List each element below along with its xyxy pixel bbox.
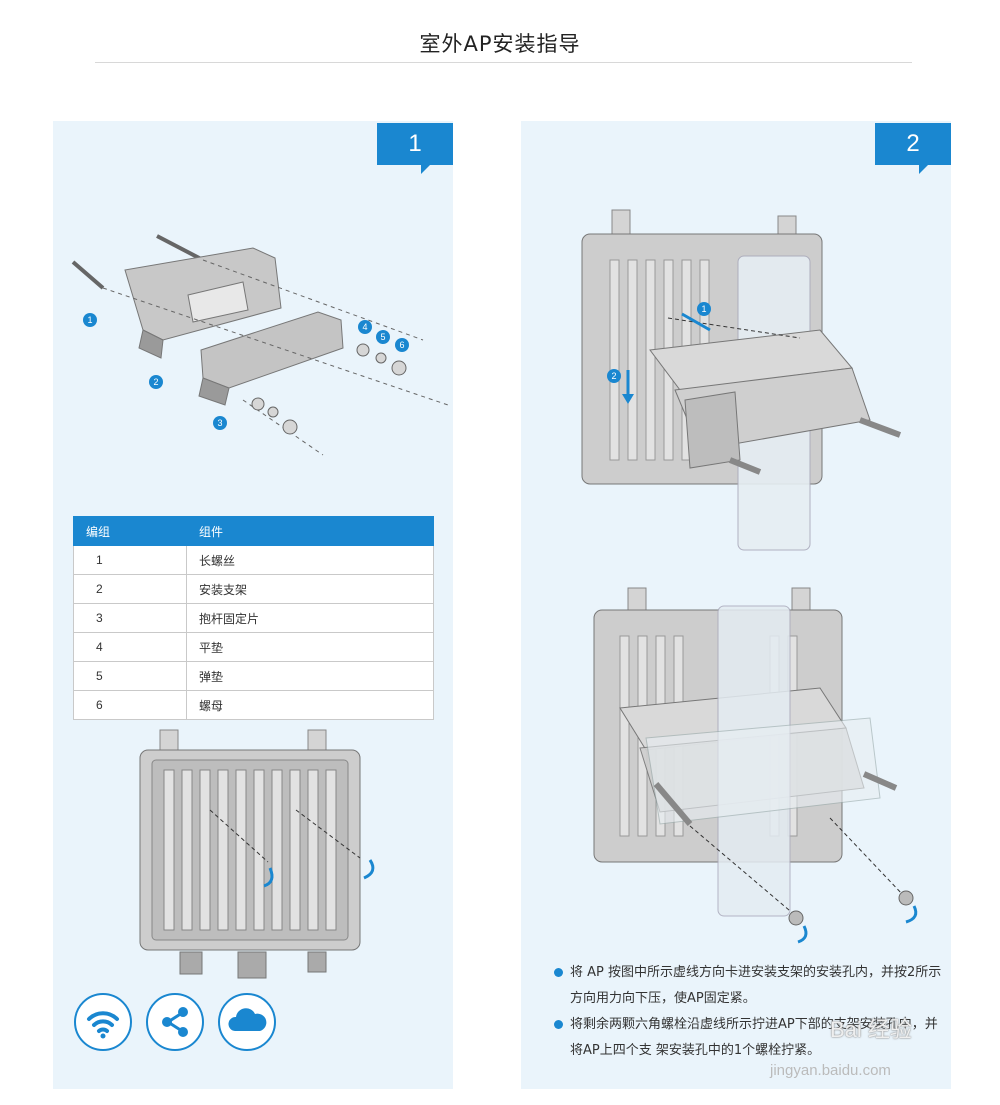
part-callout-2: 2 [149, 375, 163, 389]
table-header-row: 编组 组件 [73, 516, 434, 546]
part-callout-1: 1 [83, 313, 97, 327]
arrow-label-2: 2 [607, 369, 621, 383]
bracket-exploded-illustration [71, 234, 449, 456]
row-component: 螺母 [186, 690, 434, 720]
part-callout-3: 3 [213, 416, 227, 430]
hex-nut [391, 360, 407, 376]
note-text: 将 AP 按图中所示虚线方向卡进安装支架的安装孔内，并按2所示方向用力向下压，使… [570, 965, 942, 1006]
wifi-icon [74, 993, 132, 1051]
row-number: 2 [73, 574, 187, 604]
row-component: 长螺丝 [186, 545, 434, 575]
hex-nut [282, 419, 298, 435]
page-title: 室外AP安装指导 [419, 32, 581, 56]
part-callout-5: 5 [376, 330, 390, 344]
row-component: 安装支架 [186, 574, 434, 604]
baidu-jingyan-watermark: Bai 经验 [830, 1017, 912, 1042]
cloud-icon [218, 993, 276, 1051]
column-header-group: 编组 [73, 516, 187, 546]
spring-washer [267, 406, 279, 418]
ap-back-illustration [139, 729, 375, 979]
long-screw [156, 234, 204, 262]
row-number: 1 [73, 545, 187, 575]
note-text: 将剩余两颗六角螺栓沿虚线所示拧进AP下部的支架安装孔中，并将AP上四个支 架安装… [570, 1017, 938, 1058]
part-callout-4: 4 [358, 320, 372, 334]
ap-clip-onto-bracket-illustration [581, 209, 902, 551]
title-divider [95, 62, 912, 63]
step-2-badge: 2 [875, 123, 951, 174]
long-screw [71, 260, 105, 290]
bullet-dot [554, 1020, 563, 1029]
row-component: 平垫 [186, 632, 434, 662]
row-number: 6 [73, 690, 187, 720]
note-item: 将 AP 按图中所示虚线方向卡进安装支架的安装孔内，并按2所示方向用力向下压，使… [554, 960, 944, 1012]
arrow-label-1: 1 [697, 302, 711, 316]
column-header-component: 组件 [186, 516, 434, 546]
step-2-notes: 将 AP 按图中所示虚线方向卡进安装支架的安装孔内，并按2所示方向用力向下压，使… [554, 960, 944, 1064]
flat-washer [251, 397, 265, 411]
part-callout-6: 6 [395, 338, 409, 352]
row-number: 4 [73, 632, 187, 662]
ap-fixed-on-pole-illustration [593, 587, 918, 944]
spring-washer [375, 352, 387, 364]
row-component: 抱杆固定片 [186, 603, 434, 633]
row-component: 弹垫 [186, 661, 434, 691]
flat-washer [356, 343, 370, 357]
watermark-url: jingyan.baidu.com [770, 1062, 891, 1079]
step-1-badge: 1 [377, 123, 453, 174]
note-item: 将剩余两颗六角螺栓沿虚线所示拧进AP下部的支架安装孔中，并将AP上四个支 架安装… [554, 1012, 944, 1064]
row-number: 3 [73, 603, 187, 633]
share-icon [146, 993, 204, 1051]
bullet-dot [554, 968, 563, 977]
row-number: 5 [73, 661, 187, 691]
